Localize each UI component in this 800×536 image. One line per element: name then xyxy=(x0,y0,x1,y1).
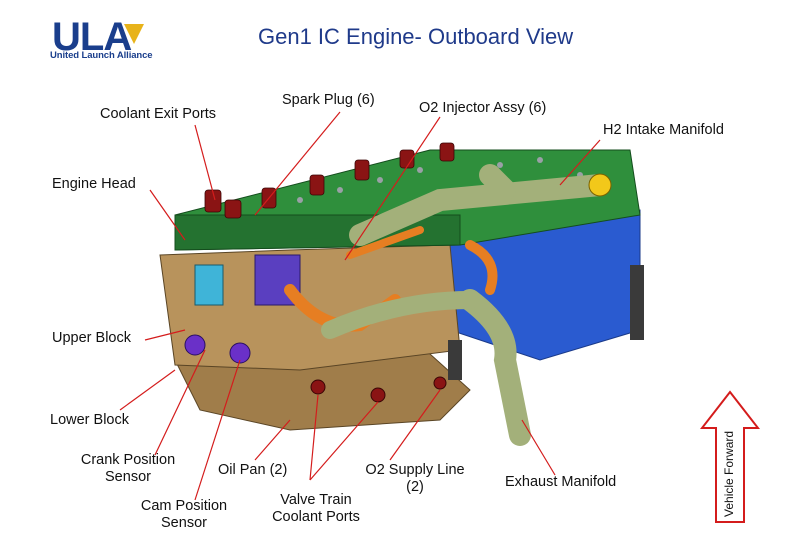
o2-supply-line2: (2) xyxy=(406,479,424,495)
label-upper-block: Upper Block xyxy=(52,330,131,346)
label-o2-supply-line: O2 Supply Line (2) xyxy=(356,462,474,496)
o2-pipe-mid xyxy=(346,226,424,259)
cam-sensor-port xyxy=(229,342,251,364)
valve-train-ports xyxy=(310,376,447,403)
cam-sensor-line2: Sensor xyxy=(161,515,207,531)
label-coolant-exit-ports: Coolant Exit Ports xyxy=(100,106,217,122)
exhaust-manifold-shape xyxy=(459,289,531,446)
spark-plugs xyxy=(204,142,455,219)
label-crank-position-sensor: Crank Position Sensor xyxy=(76,452,180,486)
up-arrow-icon xyxy=(700,390,760,523)
logo-text: ULA xyxy=(52,15,131,59)
valve-train-line2: Coolant Ports xyxy=(272,509,360,525)
label-lower-block: Lower Block xyxy=(50,412,129,428)
logo-mark xyxy=(124,24,144,44)
ula-logo: ULA xyxy=(52,15,144,59)
label-oil-pan: Oil Pan (2) xyxy=(218,462,288,478)
vehicle-forward-arrow xyxy=(700,390,760,523)
support-post-left xyxy=(448,340,462,380)
label-cam-position-sensor: Cam Position Sensor xyxy=(134,498,234,532)
valve-train-line1: Valve Train xyxy=(280,492,352,508)
side-window xyxy=(194,264,224,306)
o2-pipe-right xyxy=(465,240,498,295)
crank-sensor-line1: Crank Position xyxy=(80,452,176,468)
crank-sensor-port xyxy=(184,334,206,356)
crank-sensor-line2: Sensor xyxy=(105,469,151,485)
page-title: Gen1 IC Engine- Outboard View xyxy=(258,24,574,49)
h2-manifold xyxy=(349,174,611,246)
o2-supply-line1: O2 Supply Line xyxy=(365,462,465,478)
label-o2-injector: O2 Injector Assy (6) xyxy=(419,100,547,116)
exhaust-runner xyxy=(321,291,479,339)
label-valve-train-coolant-ports: Valve Train Coolant Ports xyxy=(264,492,368,526)
label-spark-plug: Spark Plug (6) xyxy=(282,92,375,108)
label-h2-intake-manifold: H2 Intake Manifold xyxy=(603,122,724,138)
h2-manifold-branch xyxy=(479,164,516,201)
label-engine-head: Engine Head xyxy=(52,176,136,192)
cam-sensor-line1: Cam Position xyxy=(140,498,228,514)
support-post-right xyxy=(630,265,644,340)
h2-inlet-cap xyxy=(588,173,612,197)
label-exhaust-manifold: Exhaust Manifold xyxy=(505,474,617,490)
vehicle-forward-label: Vehicle Forward xyxy=(722,430,736,517)
leader-lines xyxy=(119,111,601,501)
logo-subtitle: United Launch Alliance xyxy=(50,50,153,61)
